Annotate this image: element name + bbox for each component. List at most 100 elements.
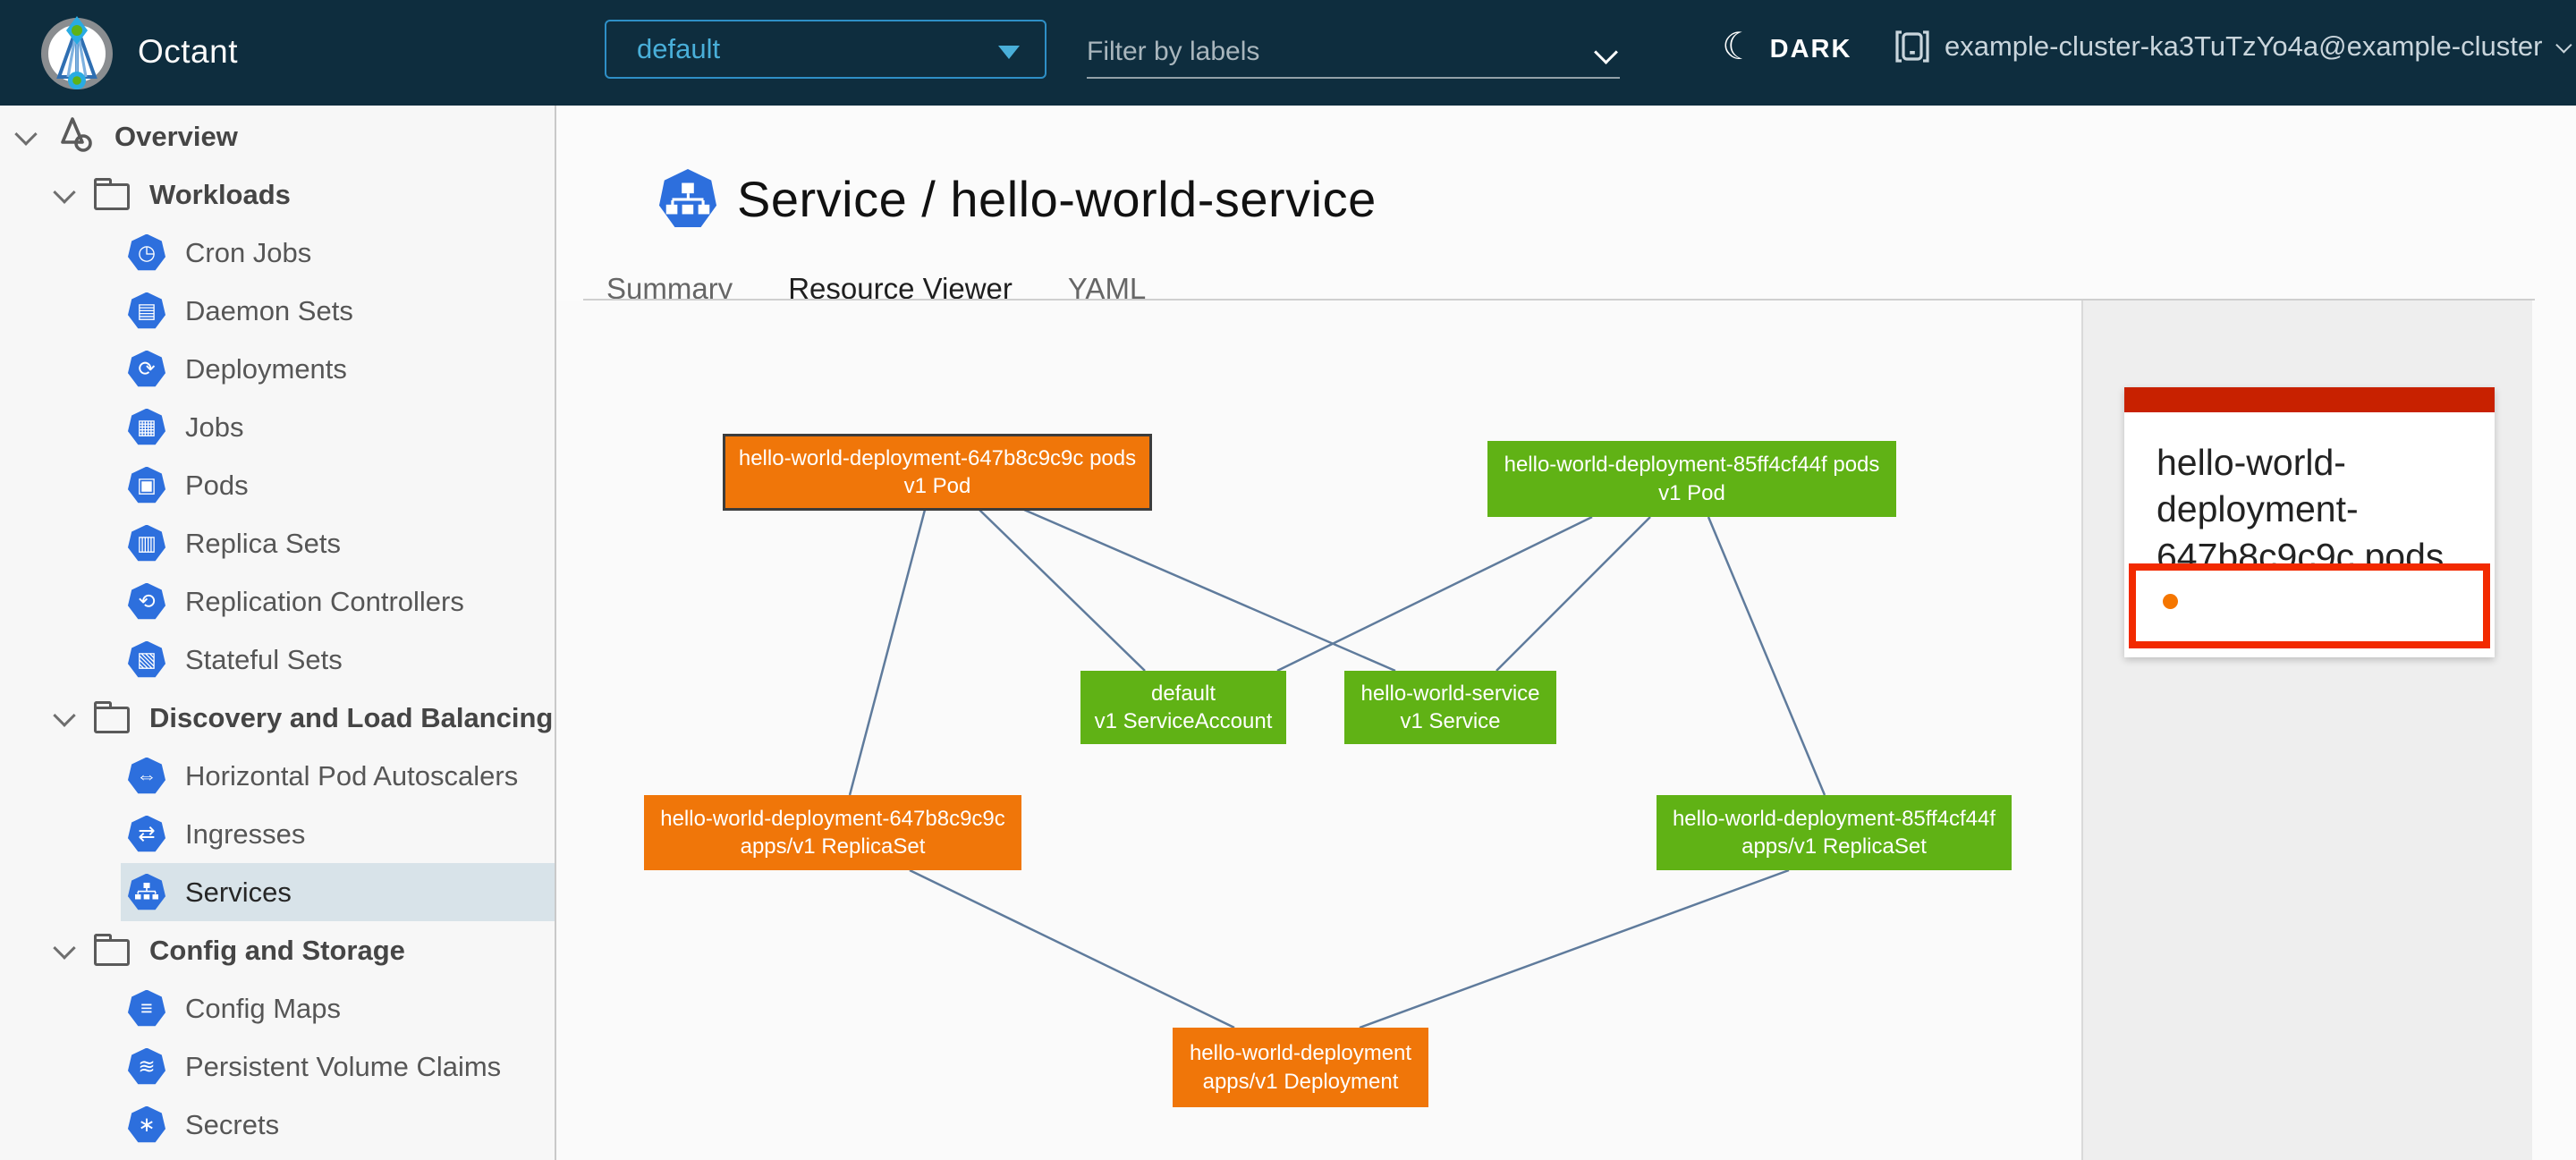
node-kind-label: apps/v1 Deployment	[1202, 1069, 1399, 1094]
card-alert-box	[2129, 563, 2490, 648]
sidebar-item-replication-controllers[interactable]: ⟲Replication Controllers	[0, 572, 555, 631]
sidebar-item-jobs[interactable]: ▦ Jobs	[0, 398, 555, 456]
card-status-bar	[2124, 387, 2495, 412]
chevron-down-icon[interactable]	[53, 936, 76, 960]
sidebar-item-overview[interactable]: Overview	[0, 107, 555, 165]
node-kind-label: v1 ServiceAccount	[1094, 709, 1273, 733]
graph-edges	[848, 508, 1826, 1029]
config-maps-icon: ≡	[128, 989, 165, 1027]
sidebar-item-label: Cron Jobs	[185, 236, 312, 268]
pods-icon: ▣	[128, 466, 165, 504]
horizontal-pod-autoscalers-icon: ⇔	[128, 757, 165, 794]
sidebar-item-ingresses[interactable]: ⇄ Ingresses	[0, 805, 555, 863]
deployments-icon: ⟳	[128, 350, 165, 387]
sidebar-item-persistent-volume-claims[interactable]: ≋ Persistent Volume Claims	[0, 1037, 555, 1096]
sidebar-item-services[interactable]: Services	[0, 863, 555, 921]
sidebar-item-label: Daemon Sets	[185, 294, 353, 326]
sidebar-item-label: Config and Storage	[149, 934, 405, 966]
detail-panel: hello-world-deployment-647b8c9c9c pods	[2081, 301, 2532, 1160]
graph-edge-pod-85f-service	[1496, 516, 1651, 672]
sidebar-item-label: Persistent Volume Claims	[185, 1050, 502, 1082]
brand: Octant	[39, 13, 238, 91]
service-icon	[658, 169, 717, 228]
sidebar-item-config-and-storage[interactable]: Config and Storage	[0, 921, 555, 979]
sidebar-item-horizontal-pod-autoscalers[interactable]: ⇔ Horizontal Pod Autoscalers	[0, 747, 555, 805]
graph-edge-rs-85f-deployment	[1359, 868, 1790, 1029]
resource-detail-card: hello-world-deployment-647b8c9c9c pods	[2124, 387, 2495, 657]
ingresses-icon: ⇄	[128, 815, 165, 852]
sidebar-item-pods[interactable]: ▣Pods	[0, 456, 555, 514]
sidebar-item-label: Overview	[114, 120, 238, 152]
node-label: hello-world-deployment-85ff4cf44f pods	[1504, 453, 1880, 478]
node-kind-label: v1 Service	[1400, 709, 1501, 733]
node-kind-label: v1 Pod	[1658, 480, 1725, 505]
graph-edge-pod-647-rs-647	[848, 509, 927, 796]
chevron-down-icon[interactable]	[53, 703, 76, 727]
cluster-context-switcher[interactable]: example-cluster-ka3TuTzYo4a@example-clus…	[1894, 27, 2572, 66]
sidebar-item-discovery-and-load-balancing[interactable]: Discovery and Load Balancing	[0, 689, 555, 747]
graph-edge-pod-85f-sa-default	[1276, 515, 1593, 673]
filter-chevron-down-icon[interactable]	[1594, 39, 1618, 64]
sidebar-item-label: Ingresses	[185, 817, 306, 850]
namespace-caret-icon	[998, 46, 1020, 59]
sidebar-item-label: Workloads	[149, 178, 291, 210]
graph-node-service[interactable]: hello-world-service v1 Service	[1344, 671, 1556, 744]
overview-icon	[55, 115, 95, 159]
node-kind-label: apps/v1 ReplicaSet	[740, 834, 926, 859]
cluster-context-icon	[1895, 30, 1929, 63]
graph-node-deployment[interactable]: hello-world-deployment apps/v1 Deployment	[1173, 1028, 1428, 1107]
app-title: Octant	[138, 33, 238, 70]
octant-logo-icon	[41, 16, 113, 89]
sidebar-item-label: Stateful Sets	[185, 643, 343, 675]
sidebar-item-label: Config Maps	[185, 992, 342, 1024]
chevron-down-icon[interactable]	[14, 122, 38, 146]
app-header: Octant default Filter by labels ☾ DARK e…	[0, 0, 2576, 106]
context-chevron-down-icon	[2555, 36, 2572, 54]
jobs-icon: ▦	[128, 408, 165, 445]
graph-edge-rs-647-deployment	[909, 868, 1235, 1029]
replica-sets-icon: ▥	[128, 524, 165, 562]
sidebar-item-deployments[interactable]: ⟳ Deployments	[0, 340, 555, 398]
sidebar-item-workloads[interactable]: Workloads	[0, 165, 555, 224]
sidebar-item-label: Jobs	[185, 411, 244, 443]
sidebar-item-label: Deployments	[185, 352, 347, 385]
label-filter-placeholder: Filter by labels	[1087, 37, 1260, 66]
sidebar-item-label: Horizontal Pod Autoscalers	[185, 759, 519, 792]
graph-edge-pod-647-sa-default	[979, 509, 1146, 672]
sidebar-item-daemon-sets[interactable]: ▤ Daemon Sets	[0, 282, 555, 340]
sidebar-item-secrets[interactable]: ∗Secrets	[0, 1096, 555, 1154]
daemon-sets-icon: ▤	[128, 292, 165, 329]
services-icon	[128, 873, 165, 910]
chevron-down-icon[interactable]	[53, 180, 76, 204]
namespace-select[interactable]: default	[605, 20, 1046, 79]
sidebar-item-cron-jobs[interactable]: ◷Cron Jobs	[0, 224, 555, 282]
node-label: hello-world-deployment	[1189, 1041, 1412, 1066]
cluster-context-label: example-cluster-ka3TuTzYo4a@example-clus…	[1945, 30, 2543, 62]
node-label: hello-world-deployment-647b8c9c9c pods	[738, 445, 1137, 470]
secrets-icon: ∗	[128, 1105, 165, 1143]
status-dot	[2163, 594, 2178, 609]
sidebar-item-replica-sets[interactable]: ▥Replica Sets	[0, 514, 555, 572]
sidebar-item-config-maps[interactable]: ≡ Config Maps	[0, 979, 555, 1037]
resource-graph: hello-world-deployment-647b8c9c9c pods v1…	[556, 301, 2081, 1160]
namespace-value: default	[637, 33, 721, 64]
replication-controllers-icon: ⟲	[128, 582, 165, 620]
sidebar-item-stateful-sets[interactable]: ▧Stateful Sets	[0, 631, 555, 689]
folder-icon	[94, 700, 130, 733]
dark-theme-toggle[interactable]: ☾ DARK	[1722, 28, 1852, 68]
persistent-volume-claims-icon: ≋	[128, 1047, 165, 1085]
node-kind-label: v1 Pod	[903, 474, 971, 498]
tab-divider	[583, 299, 2535, 301]
graph-node-pod-647[interactable]: hello-world-deployment-647b8c9c9c pods v1…	[723, 434, 1152, 511]
node-label: hello-world-service	[1360, 681, 1540, 706]
dark-theme-label: DARK	[1769, 34, 1852, 64]
label-filter-input[interactable]: Filter by labels	[1087, 27, 1620, 79]
folder-icon	[94, 933, 130, 966]
